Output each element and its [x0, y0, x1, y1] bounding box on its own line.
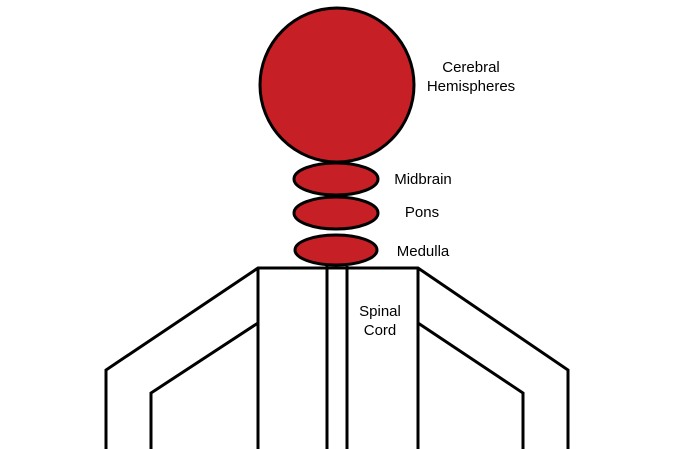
left-inner-arm-outline: [149, 321, 259, 449]
pons-label: Pons: [404, 204, 440, 221]
cerebral-label-line1: Cerebral: [442, 59, 500, 76]
left-outer-shoulder-outline: [104, 266, 570, 449]
cerebral-hemispheres-shape: [258, 6, 416, 164]
medulla-shape: [293, 233, 379, 267]
spinal-label-line1: Spinal: [359, 303, 401, 320]
midbrain-label: Midbrain: [394, 171, 452, 188]
cerebral-hemispheres-label: Cerebral Hemispheres: [418, 58, 524, 96]
pons-shape: [292, 195, 380, 231]
cerebral-label-line2: Hemispheres: [426, 78, 516, 95]
spinal-cord-label: Spinal Cord: [351, 302, 409, 340]
medulla-label: Medulla: [396, 243, 450, 260]
right-inner-arm-outline: [417, 321, 525, 449]
spinal-label-line2: Cord: [363, 322, 397, 339]
midbrain-shape: [292, 161, 380, 197]
